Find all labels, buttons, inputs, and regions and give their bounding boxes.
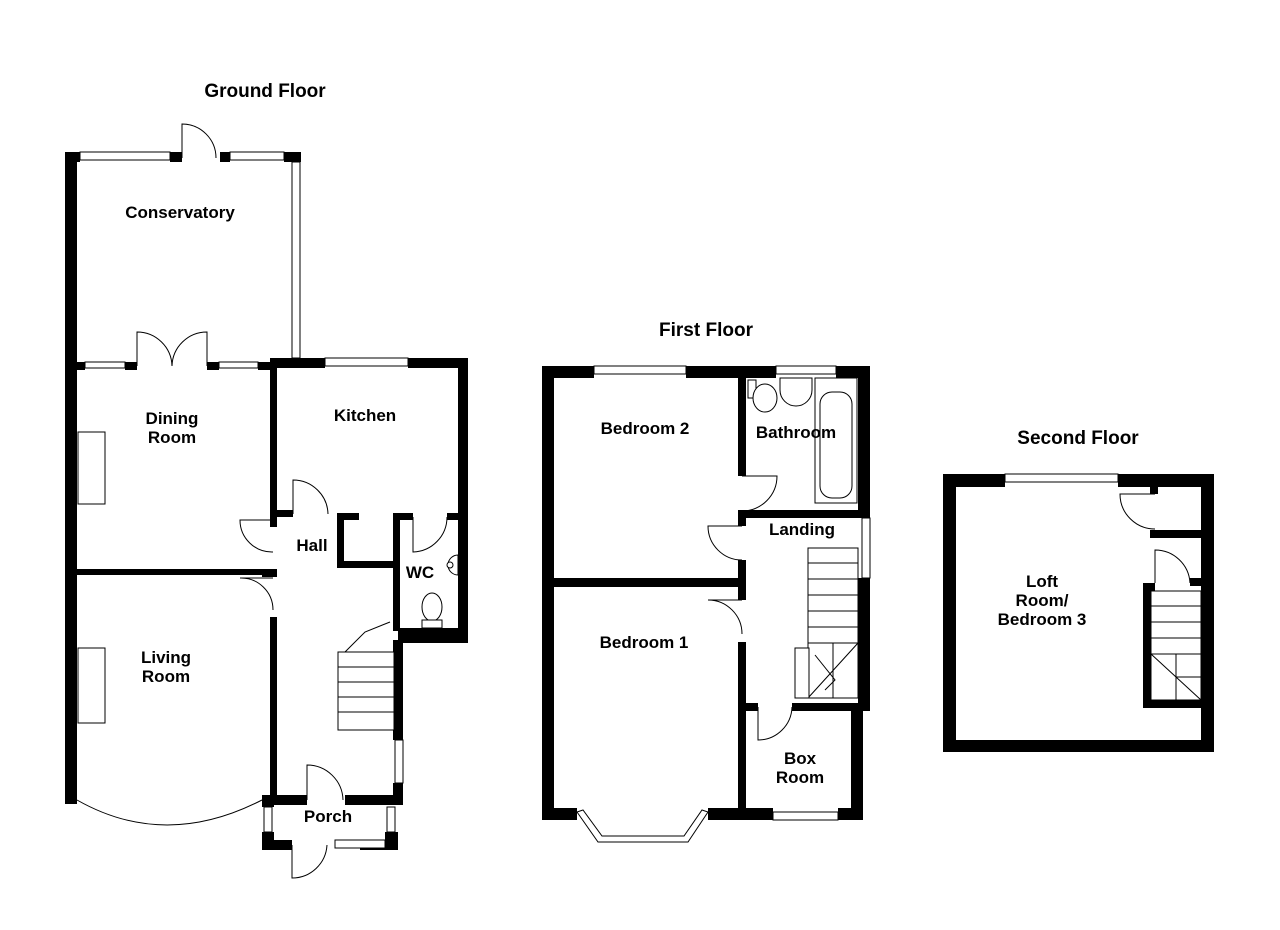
room-label-bedroom-1: Bedroom 1 — [600, 633, 689, 652]
ground-floor-fixtures — [77, 431, 459, 731]
room-label-kitchen: Kitchen — [334, 406, 396, 425]
first-floor-labels: Bedroom 2 Bathroom Landing Bedroom 1 Box… — [600, 419, 837, 787]
staircase-icon — [794, 547, 859, 699]
second-floor-title: Second Floor — [1017, 428, 1139, 449]
fireplace-icon — [77, 431, 106, 505]
basin-icon — [446, 554, 459, 576]
second-floor-doors — [1119, 493, 1191, 584]
second-floor-walls — [943, 474, 1214, 752]
ground-floor: Ground Floor — [65, 81, 468, 879]
room-label-bedroom-2: Bedroom 2 — [601, 419, 690, 438]
first-floor: First Floor — [542, 320, 871, 843]
ground-floor-windows — [79, 151, 409, 849]
first-floor-doors — [707, 475, 793, 741]
toilet-icon — [747, 379, 778, 413]
room-label-conservatory: Conservatory — [125, 203, 235, 222]
ground-floor-title: Ground Floor — [204, 81, 326, 102]
toilet-icon — [421, 592, 443, 629]
basin-icon — [779, 377, 813, 407]
room-label-bathroom: Bathroom — [756, 423, 836, 442]
room-label-porch: Porch — [304, 807, 352, 826]
first-floor-fixtures — [747, 377, 859, 699]
ground-floor-walls — [65, 152, 468, 850]
staircase-icon — [1150, 590, 1202, 701]
bathtub-icon — [814, 377, 858, 504]
fireplace-icon — [77, 647, 106, 724]
room-label-wc: WC — [406, 563, 434, 582]
first-floor-windows — [576, 365, 871, 843]
second-floor-windows — [1004, 473, 1119, 483]
room-label-hall: Hall — [296, 536, 327, 555]
room-label-landing: Landing — [769, 520, 835, 539]
second-floor: Second Floor — [943, 428, 1214, 752]
staircase-icon — [337, 621, 395, 731]
ground-floor-doors — [76, 123, 448, 879]
first-floor-title: First Floor — [659, 320, 754, 341]
first-floor-walls — [542, 366, 870, 820]
